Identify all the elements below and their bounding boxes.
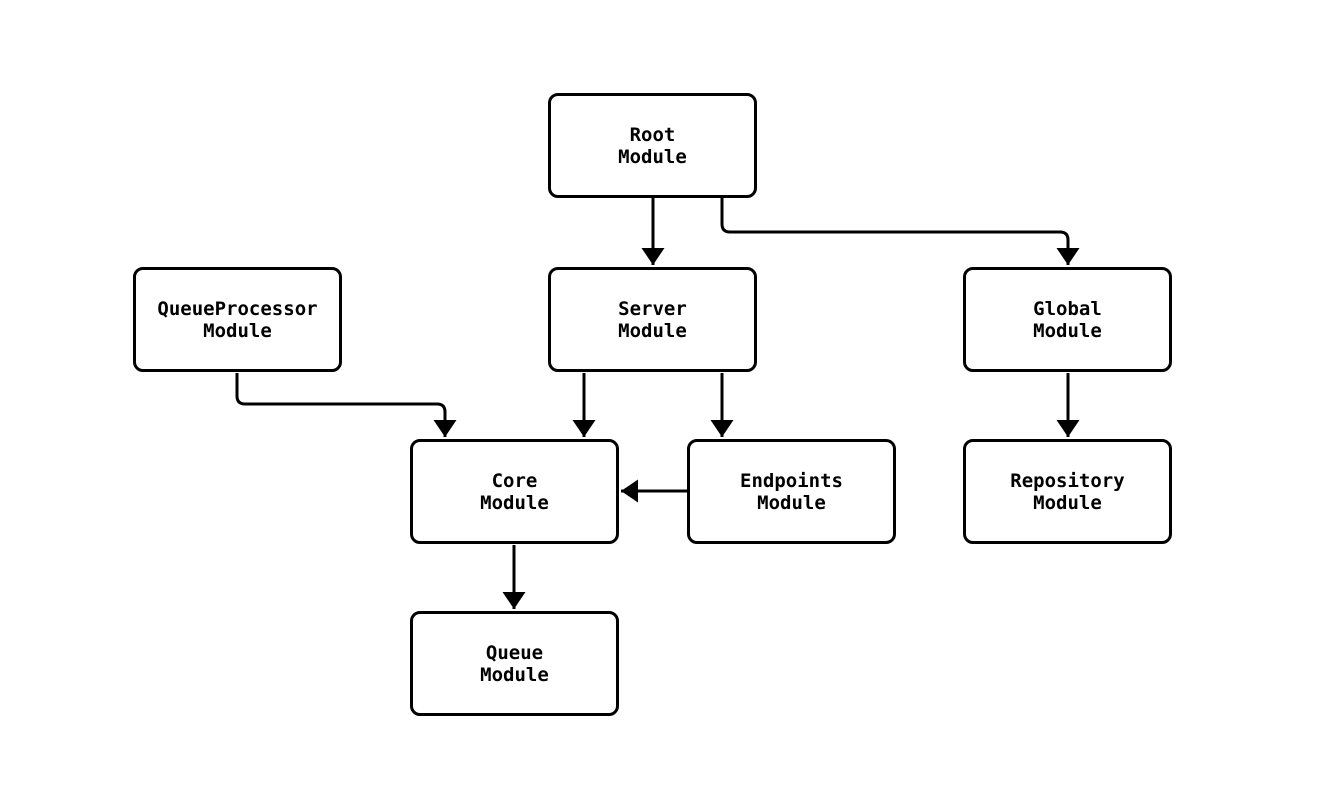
node-queue-module: Queue Module [410,611,619,716]
node-root-module: Root Module [548,93,757,198]
node-label-line: Module [757,491,826,514]
node-core-module: Core Module [410,439,619,544]
node-label-line: Module [1033,491,1102,514]
node-label-line: Module [618,319,687,342]
node-label-line: Global [1033,297,1102,320]
node-label-line: Queue [485,641,544,664]
node-endpoints-module: Endpoints Module [687,439,896,544]
edge-queueprocessor-to-core [235,373,457,437]
edge-root-to-global [720,198,1080,265]
node-label-line: Core [491,469,538,492]
node-label-line: Module [203,319,272,342]
node-label-line: Module [480,663,549,686]
node-server-module: Server Module [548,267,757,372]
node-label-line: QueueProcessor [157,297,318,320]
node-global-module: Global Module [963,267,1172,372]
node-label-line: Server [618,297,687,320]
node-label-line: Module [1033,319,1102,342]
node-label-line: Module [480,491,549,514]
node-repository-module: Repository Module [963,439,1172,544]
node-label-line: Root [629,123,676,146]
node-label-line: Repository [1010,469,1125,492]
node-queueprocessor-module: QueueProcessor Module [133,267,342,372]
node-label-line: Module [618,145,687,168]
node-label-line: Endpoints [740,469,843,492]
